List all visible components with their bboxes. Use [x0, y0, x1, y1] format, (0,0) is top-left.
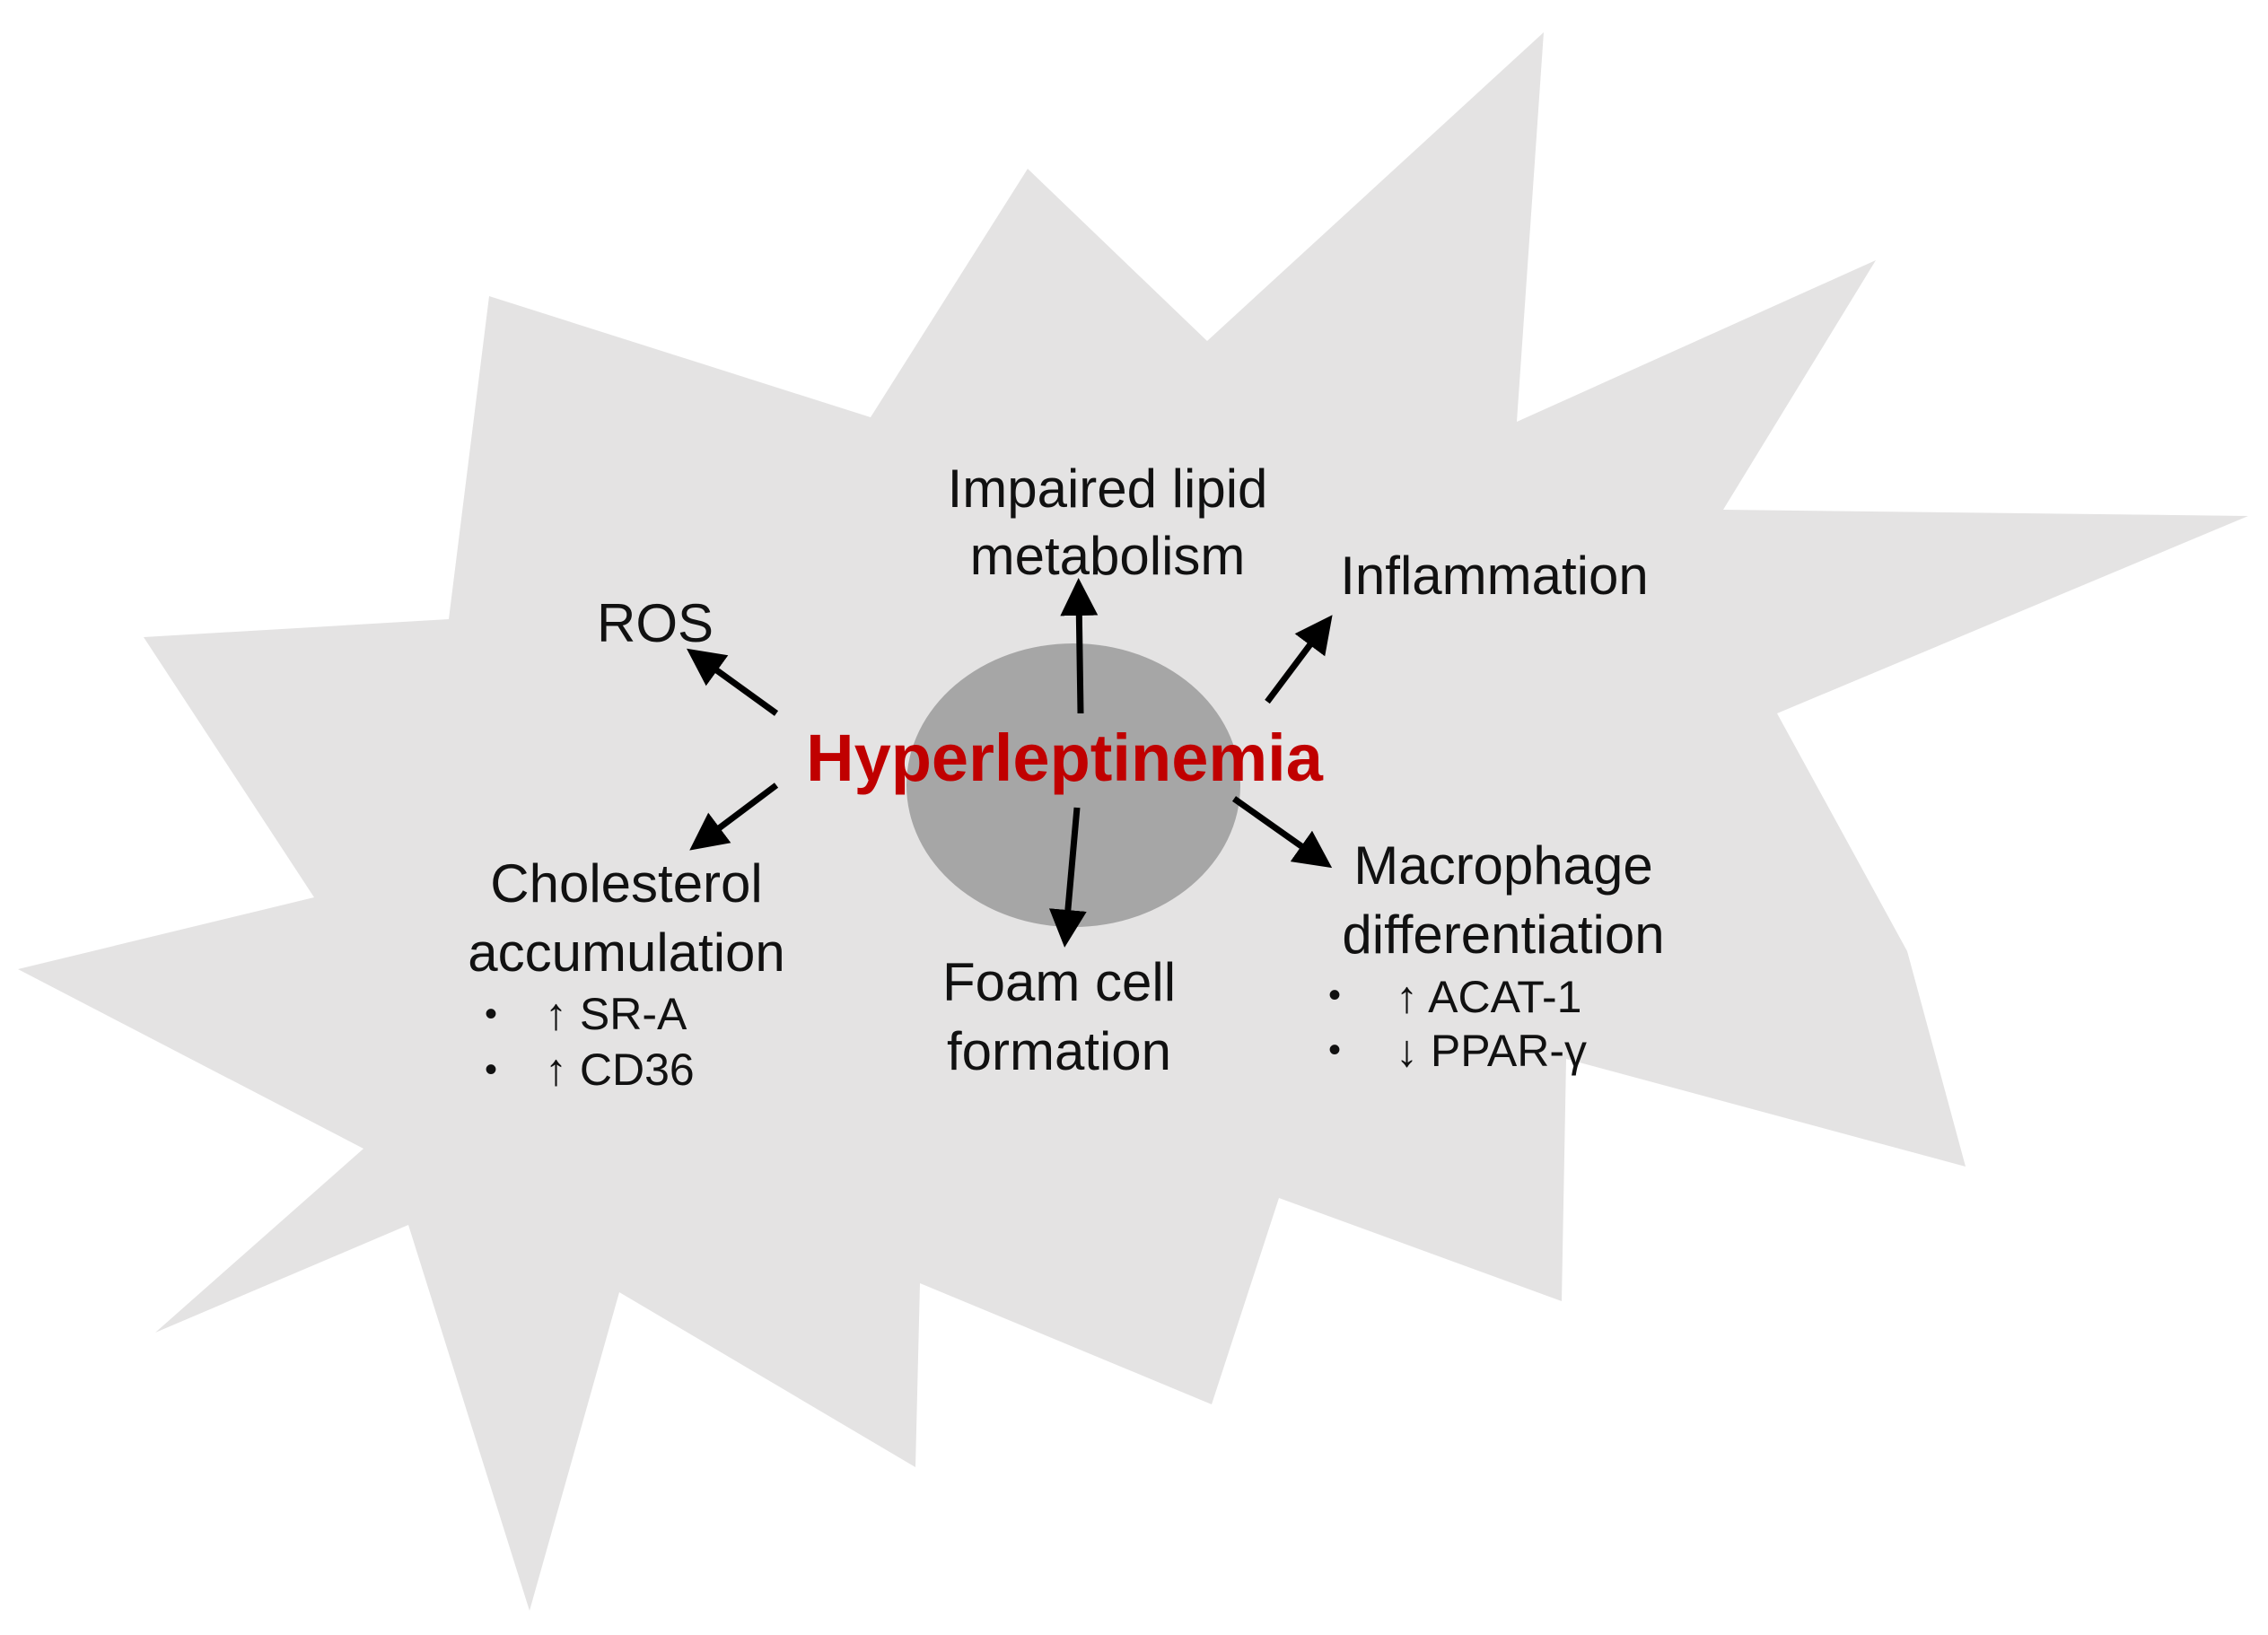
node-impaired-lipid-line1: Impaired lipid [948, 459, 1268, 519]
arrow-to-impaired-lipid [1060, 578, 1099, 714]
node-impaired-lipid-line2: metabolism [970, 526, 1246, 586]
cholesterol-bullet-1-text: ↑ SR-A [545, 989, 687, 1039]
node-cholesterol-line1: Cholesterol [490, 853, 763, 914]
macrophage-bullet-2-text: ↓ PPAR-γ [1396, 1026, 1587, 1076]
arrow-to-inflammation [1265, 615, 1333, 704]
node-foam-cell-line1: Foam cell [942, 952, 1176, 1012]
arrow-to-cholesterol [689, 783, 779, 851]
center-label: Hyperleptinemia [806, 721, 1324, 795]
macrophage-bullet-2-mark: • [1328, 1030, 1341, 1070]
center-ellipse [906, 643, 1240, 927]
node-foam-cell-line2: formation [947, 1021, 1171, 1081]
node-macrophage-line1: Macrophage [1353, 835, 1653, 896]
macrophage-bullet-1-text: ↑ ACAT-1 [1396, 972, 1581, 1022]
node-cholesterol-line2: accumulation [468, 922, 785, 983]
node-macrophage-line2: differentiation [1342, 905, 1664, 965]
cholesterol-bullet-2-mark: • [485, 1050, 497, 1089]
macrophage-bullet-1-mark: • [1328, 975, 1341, 1015]
node-inflammation: Inflammation [1340, 546, 1648, 606]
arrow-to-macrophage [1231, 796, 1333, 869]
arrow-to-foam-cell [1048, 807, 1087, 948]
cholesterol-bullet-2-text: ↑ CD36 [545, 1045, 695, 1095]
node-ros: ROS [597, 593, 714, 653]
cholesterol-bullet-1-mark: • [485, 994, 497, 1034]
arrow-to-ros [686, 648, 779, 716]
